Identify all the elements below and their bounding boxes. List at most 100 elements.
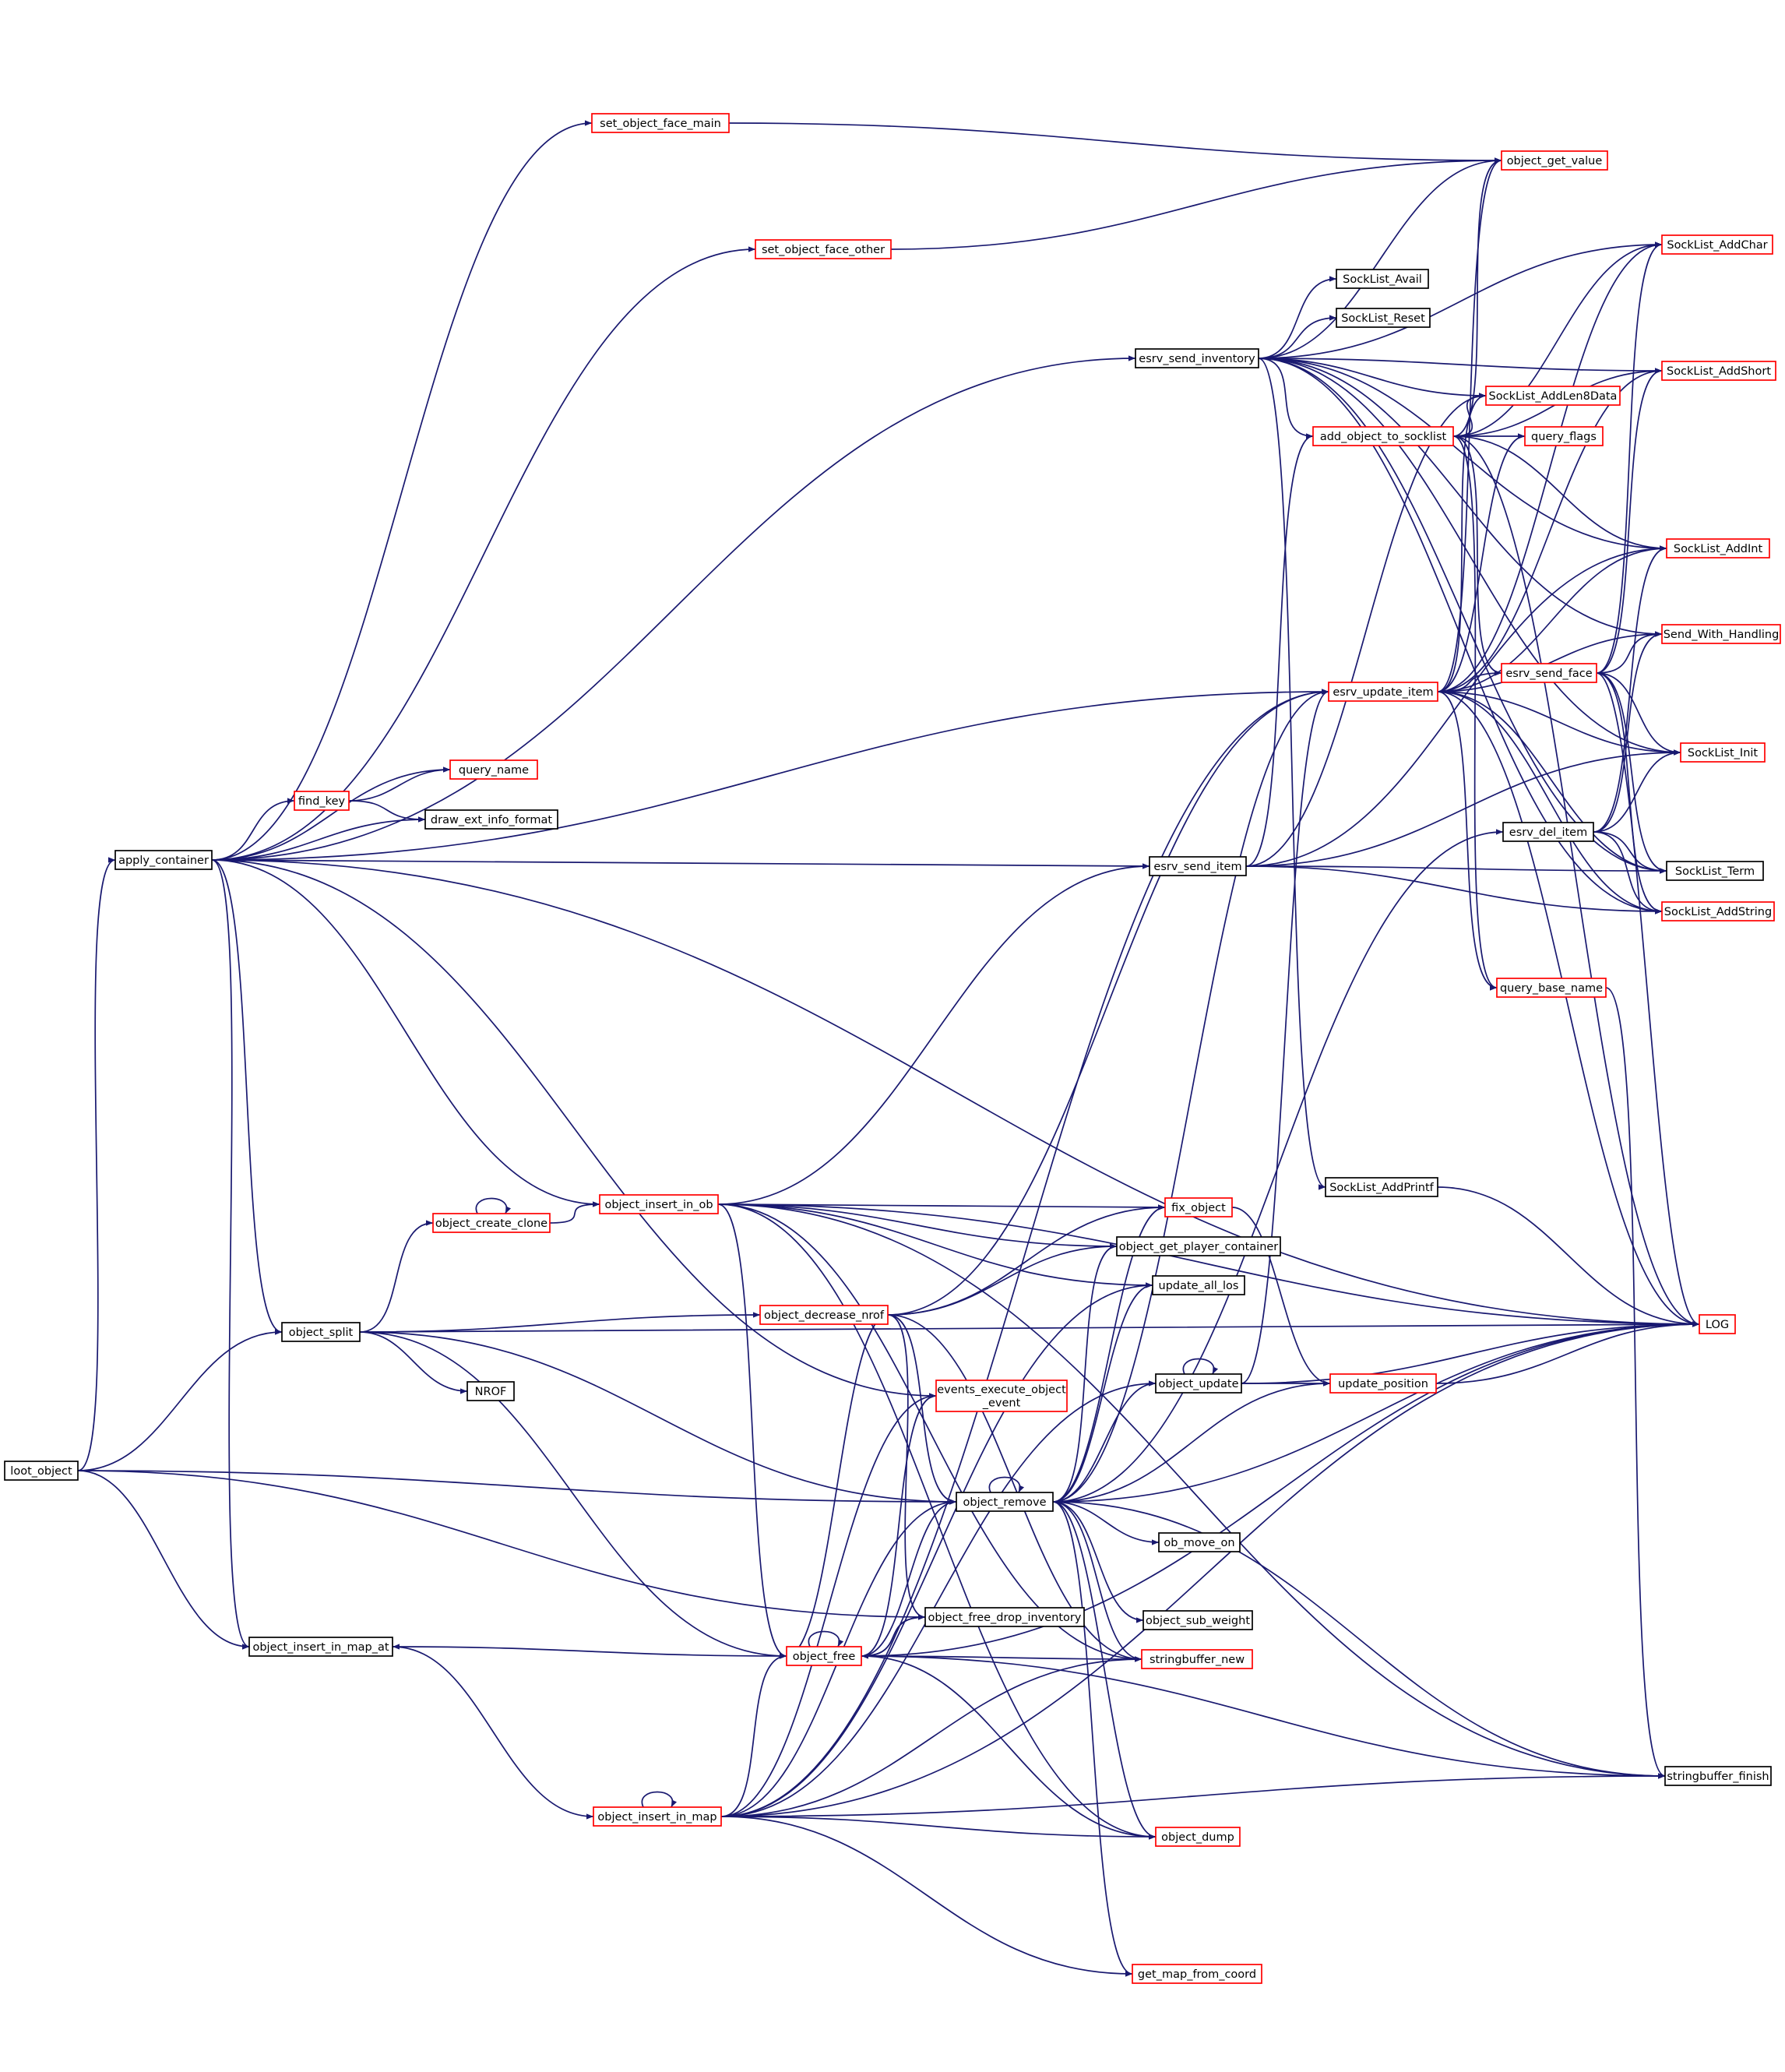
node-box: [432, 1213, 551, 1233]
node-object-split[interactable]: object_split: [281, 1322, 361, 1342]
node-set-object-face-main[interactable]: set_object_face_main: [591, 113, 730, 133]
node-SockList-Init[interactable]: SockList_Init: [1680, 742, 1766, 763]
edge-object_remove-to-LOG: [1052, 1321, 1700, 1503]
edge-loot_object-to-apply_container: [77, 857, 116, 1471]
node-object-dump[interactable]: object_dump: [1155, 1827, 1241, 1847]
edge-esrv_send_item-to-SockList_AddLen8Data: [1245, 393, 1487, 867]
node-object-insert-in-ob[interactable]: object_insert_in_ob: [599, 1194, 719, 1214]
node-object-decrease-nrof[interactable]: object_decrease_nrof: [759, 1305, 889, 1325]
node-box: [591, 113, 730, 133]
node-SockList-Reset[interactable]: SockList_Reset: [1336, 308, 1431, 328]
node-object-insert-in-map-at[interactable]: object_insert_in_map_at: [248, 1637, 393, 1657]
node-stringbuffer-new[interactable]: stringbuffer_new: [1141, 1649, 1253, 1669]
edge-object_split-to-object_free: [359, 1331, 787, 1659]
node-object-insert-in-map[interactable]: object_insert_in_map: [593, 1806, 722, 1827]
node-query-base-name[interactable]: query_base_name: [1496, 978, 1607, 998]
edge-object_insert_in_ob-to-stringbuffer_finish: [717, 1203, 1666, 1779]
edge-esrv_send_inventory-to-SockList_AddInt: [1258, 358, 1667, 551]
node-box: [1699, 1314, 1736, 1334]
edge-object_remove-to-get_map_from_coord: [1052, 1501, 1133, 1977]
node-object-free-drop-inventory[interactable]: object_free_drop_inventory: [924, 1607, 1085, 1627]
node-esrv-send-inventory[interactable]: esrv_send_inventory: [1135, 348, 1259, 368]
node-loot-object[interactable]: loot_object: [4, 1461, 79, 1481]
node-label: query_name: [459, 764, 529, 777]
node-label: object_remove: [963, 1496, 1047, 1509]
node-esrv-send-item[interactable]: esrv_send_item: [1149, 856, 1247, 876]
node-update-all-los[interactable]: update_all_los: [1152, 1275, 1245, 1295]
node-box: [755, 239, 892, 259]
edge-add_object_to_socklist-to-LOG: [1452, 435, 1700, 1327]
edge-object_free-to-object_dump: [861, 1655, 1157, 1840]
node-Send-With-Handling[interactable]: Send_With_Handling: [1661, 624, 1781, 644]
node-box: [935, 1380, 1068, 1412]
node-box: [1661, 624, 1781, 644]
node-SockList-AddPrintf[interactable]: SockList_AddPrintf: [1325, 1177, 1438, 1197]
node-object-create-clone[interactable]: object_create_clone: [432, 1213, 551, 1233]
node-esrv-send-face[interactable]: esrv_send_face: [1501, 663, 1597, 683]
node-box: [1155, 1373, 1242, 1394]
node-SockList-AddInt[interactable]: SockList_AddInt: [1666, 538, 1770, 559]
node-fix-object[interactable]: fix_object: [1164, 1197, 1233, 1217]
node-events-execute-object-event[interactable]: events_execute_object_event: [935, 1380, 1068, 1412]
edge-esrv_update_item-to-SockList_AddLen8Data: [1437, 393, 1487, 692]
node-object-get-value[interactable]: object_get_value: [1501, 150, 1608, 171]
edge-esrv_send_face-to-SockList_AddString: [1596, 672, 1663, 914]
node-object-free[interactable]: object_free: [786, 1646, 862, 1666]
node-query-flags[interactable]: query_flags: [1524, 426, 1604, 446]
edge-esrv_del_item-to-SockList_Term: [1593, 831, 1667, 874]
edge-object_decrease_nrof-to-object_remove: [887, 1314, 957, 1505]
edge-object_insert_in_ob-to-object_dump: [717, 1203, 1157, 1840]
node-add-object-to-socklist[interactable]: add_object_to_socklist: [1312, 426, 1454, 446]
node-esrv-update-item[interactable]: esrv_update_item: [1328, 682, 1438, 702]
node-box: [1325, 1177, 1438, 1197]
node-draw-ext-info-format[interactable]: draw_ext_info_format: [424, 809, 558, 830]
node-label: SockList_AddLen8Data: [1489, 390, 1618, 403]
node-box: [1496, 978, 1607, 998]
node-ob-move-on[interactable]: ob_move_on: [1158, 1532, 1241, 1552]
node-SockList-Term[interactable]: SockList_Term: [1666, 861, 1764, 881]
node-set-object-face-other[interactable]: set_object_face_other: [755, 239, 892, 259]
edge-object_free-to-object_remove: [861, 1499, 957, 1657]
node-SockList-AddShort[interactable]: SockList_AddShort: [1661, 361, 1776, 381]
node-label: SockList_AddString: [1664, 906, 1772, 918]
node-label: object_insert_in_map_at: [252, 1641, 389, 1654]
node-SockList-AddLen8Data[interactable]: SockList_AddLen8Data: [1485, 386, 1621, 406]
node-object-get-player-container[interactable]: object_get_player_container: [1116, 1236, 1281, 1256]
edge-esrv_send_face-to-SockList_Term: [1596, 672, 1667, 874]
node-find-key[interactable]: find_key: [294, 791, 350, 811]
edge-object_free-to-stringbuffer_finish: [861, 1655, 1666, 1779]
node-label: esrv_del_item: [1509, 826, 1587, 839]
edge-object_split-to-object_remove: [359, 1331, 957, 1505]
node-esrv-del-item[interactable]: esrv_del_item: [1502, 822, 1594, 842]
node-label: SockList_Avail: [1343, 273, 1422, 286]
node-label: ob_move_on: [1164, 1537, 1234, 1549]
node-stringbuffer-finish[interactable]: stringbuffer_finish: [1664, 1766, 1772, 1786]
node-box: [1116, 1236, 1281, 1256]
node-SockList-AddChar[interactable]: SockList_AddChar: [1661, 234, 1773, 255]
edge-object_insert_in_map-to-LOG: [720, 1321, 1700, 1817]
node-label: update_position: [1338, 1378, 1428, 1390]
node-object-remove[interactable]: object_remove: [956, 1492, 1054, 1512]
node-object-sub-weight[interactable]: object_sub_weight: [1142, 1610, 1253, 1630]
edge-esrv_send_item-to-add_object_to_socklist: [1245, 433, 1314, 867]
node-label: object_insert_in_map: [597, 1811, 716, 1824]
node-query-name[interactable]: query_name: [449, 759, 538, 780]
edge-object_decrease_nrof-to-stringbuffer_new: [887, 1314, 1142, 1662]
node-box: [1329, 1373, 1437, 1394]
node-SockList-AddString[interactable]: SockList_AddString: [1661, 901, 1775, 921]
edge-object_update-to-esrv_update_item: [1241, 689, 1329, 1384]
node-label: apply_container: [118, 855, 209, 867]
node-LOG[interactable]: LOG: [1699, 1314, 1736, 1334]
node-SockList-Avail[interactable]: SockList_Avail: [1336, 269, 1429, 289]
edge-esrv_update_item-to-SockList_AddShort: [1437, 368, 1663, 692]
node-update-position[interactable]: update_position: [1329, 1373, 1437, 1394]
edge-object_remove-to-update_all_los: [1052, 1282, 1153, 1503]
node-get-map-from-coord[interactable]: get_map_from_coord: [1132, 1964, 1262, 1984]
node-object-update[interactable]: object_update: [1155, 1373, 1242, 1394]
node-apply-container[interactable]: apply_container: [114, 850, 213, 870]
node-box: [1149, 856, 1247, 876]
edge-object_insert_in_map-to-object_free: [720, 1653, 787, 1817]
node-NROF[interactable]: NROF: [466, 1381, 515, 1401]
node-label: SockList_Term: [1675, 865, 1755, 878]
